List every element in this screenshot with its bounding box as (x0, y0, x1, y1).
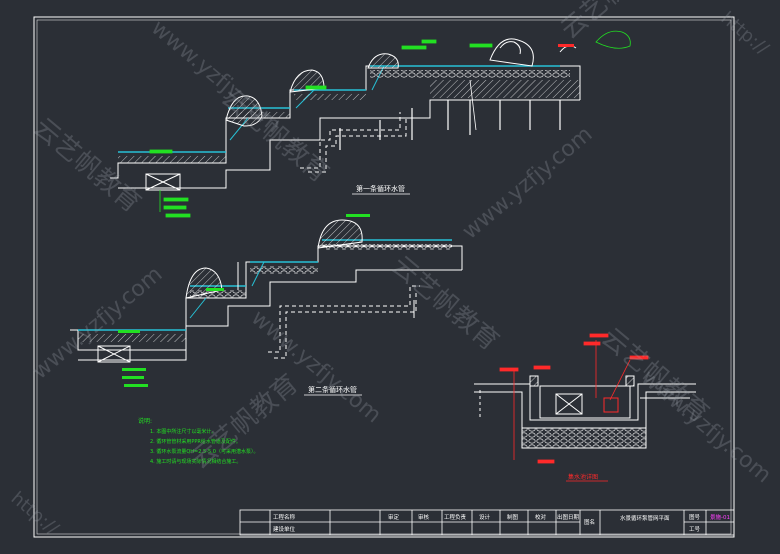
sump-detail-label: 集水池详图 (568, 473, 598, 481)
section-1-title: 第一条循环水管 (356, 184, 405, 193)
role-draft: 制图 (507, 513, 519, 521)
section-1-tags (149, 39, 493, 218)
watermark-url: www.yzfjy.com (458, 122, 598, 245)
watermark-cn: 云艺帆教育 (386, 250, 505, 357)
section-2-title: 第二条循环水管 (308, 385, 357, 394)
note-3: 3. 循环水泵流量QH=2.5-5.0（可采用潜水泵）。 (150, 448, 258, 455)
section-2-tags (118, 214, 370, 387)
watermark-layer: 云艺帆教育 云艺帆教育 云艺帆教育 云艺帆教育 云艺帆教育 云艺帆教育 www.… (7, 0, 776, 540)
notes-title: 说明: (138, 417, 152, 425)
drawing-no-label: 图号 (689, 513, 701, 521)
watermark-http: http:// (7, 488, 63, 540)
role-check: 校对 (535, 513, 547, 521)
section-2-waterfall (70, 219, 463, 363)
watermark-url: www.yzfjy.com (28, 262, 168, 385)
role-date: 出图日期 (557, 513, 580, 521)
drawing-no: 景施-01 (710, 513, 730, 521)
role-design: 设计 (479, 513, 491, 521)
note-4: 4. 施工时请与现场实际情况相结合施工。 (150, 458, 241, 465)
project-name-label: 工程名称 (273, 513, 296, 521)
watermark-http: http:// (717, 8, 773, 60)
client-label: 建设单位 (273, 525, 296, 533)
section-1-red (558, 44, 574, 47)
role-lead: 工程负责 (444, 513, 467, 521)
drawing-inner-frame (36, 19, 732, 535)
watermark-url: www.yzfjy.com (636, 365, 776, 488)
sump-detail (474, 375, 696, 449)
watermark-url: www.yzfjy.com (146, 15, 286, 138)
drawing-frame (33, 16, 735, 538)
drawing-name-label: 图名 (584, 518, 595, 526)
role-review: 审核 (418, 513, 430, 521)
watermark-cn: 云艺帆教育 (185, 369, 304, 476)
cascade-flow (189, 297, 207, 319)
watermark-cn: 云艺帆教育 (555, 0, 674, 45)
role-approve: 审定 (388, 513, 400, 521)
note-2: 2. 循环管管材采用PPR给水管道及配件。 (150, 438, 241, 445)
note-1: 1. 本图中所注尺寸以毫米计。 (150, 428, 216, 435)
notes-block: 说明: 1. 本图中所注尺寸以毫米计。 2. 循环管管材采用PPR给水管道及配件… (138, 417, 258, 465)
job-no-label: 工号 (689, 526, 701, 533)
title-block-text: 工程名称 建设单位 审定 审核 工程负责 设计 制图 校对 出图日期 图名 水景… (273, 513, 730, 533)
title-block (239, 509, 735, 536)
sump-detail-leaders (499, 333, 649, 464)
drawing-name: 水景循环泵管网平面 (620, 514, 670, 522)
watermark-cn: 云艺帆教育 (28, 112, 147, 219)
